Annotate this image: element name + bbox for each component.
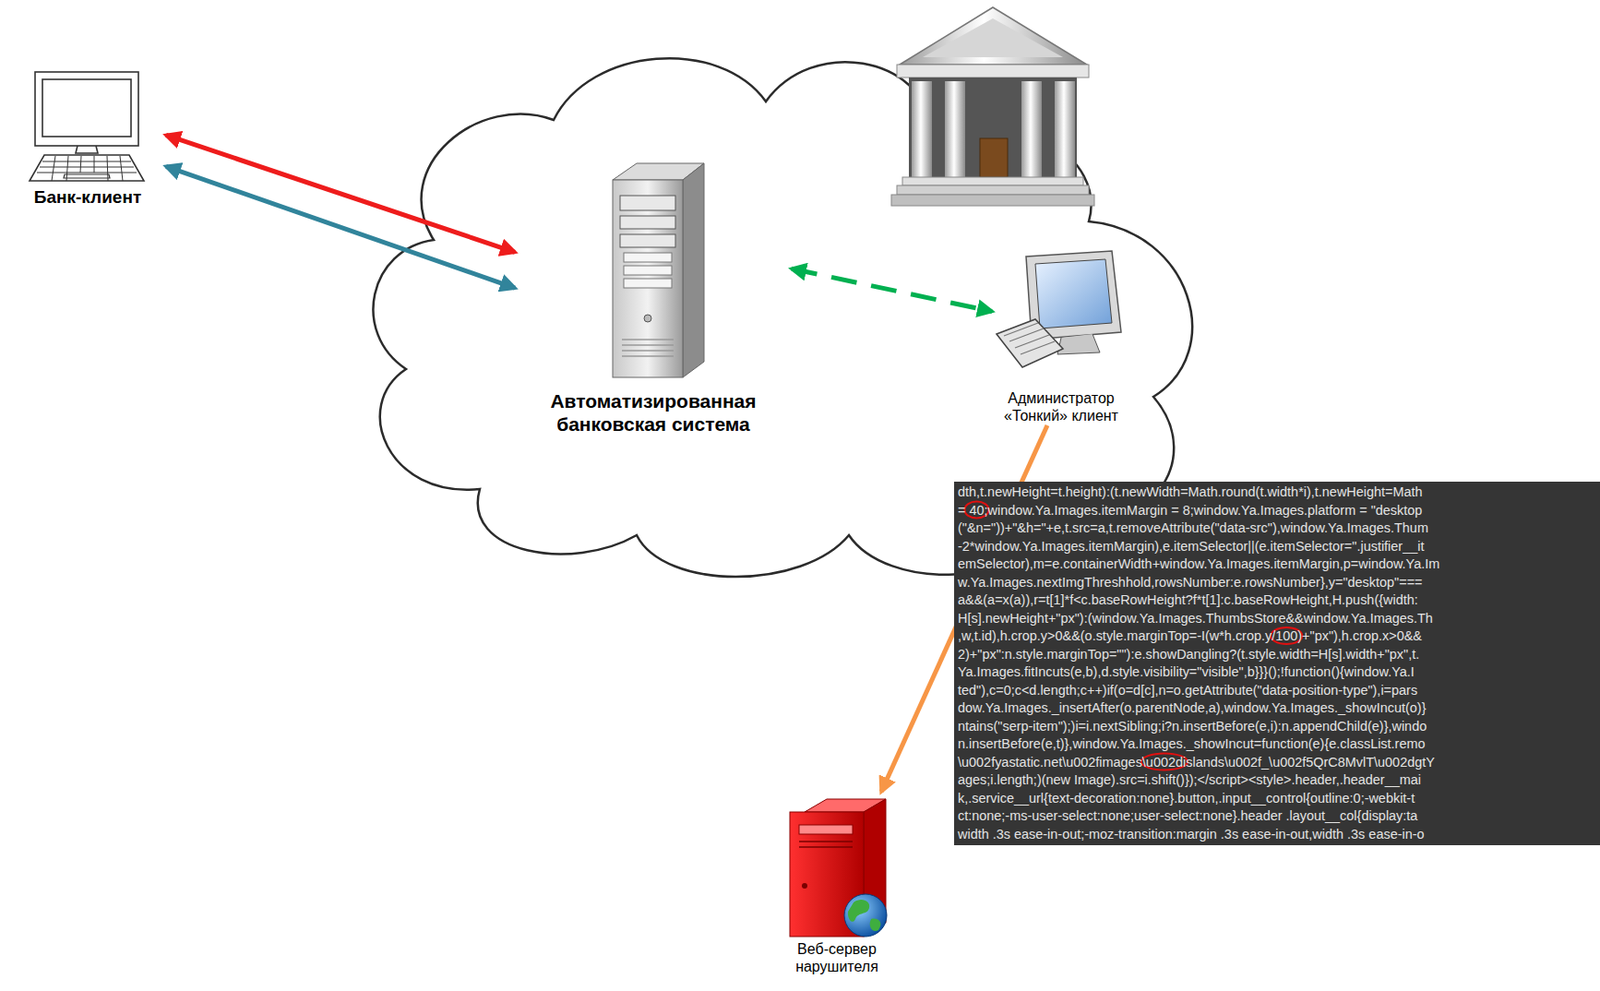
node-label: Администратор «Тонкий» клиент [991,390,1131,426]
admin-computer [996,250,1122,368]
node-label: Автоматизированная банковская система [514,390,792,437]
code-line: ,w,t.id),h.crop.y>0&&(o.style.marginTop=… [957,627,1597,646]
code-line: n.insertBefore(e,t)},window.Ya.Images._s… [957,735,1597,754]
connector-arrow [166,134,515,252]
attacker-server [789,799,887,937]
code-line: emSelector),m=e.containerWidth+window.Ya… [957,555,1597,574]
code-panel: dth,t.newHeight=t.height):(t.newWidth=Ma… [954,481,1600,846]
node-label: Веб-сервер нарушителя [776,941,897,977]
code-line: width .3s ease-in-out;-moz-transition:ma… [957,825,1597,845]
code-line: \u002fyastatic.net\u002fimages\u002disla… [957,753,1597,773]
connector-arrow [166,166,515,288]
icon-node: Автоматизированная банковская система [514,161,792,437]
code-background [954,481,1600,846]
code-line: ted"),c=0;c<d.length;c++)if(o=d[c],n=o.g… [957,681,1597,701]
code-line: ages;i.length;)(new Image).src=i.shift()… [957,771,1597,790]
code-line: dow.Ya.Images._insertAfter(o.parentNode,… [957,699,1597,718]
icon-node: Администратор «Тонкий» клиент [991,244,1131,426]
connector-arrow [791,268,992,311]
icon-node: Банк-клиент [9,69,167,227]
icon-node: Веб-сервер нарушителя [776,791,897,988]
code-line: ("&n="))+"&h="+e,t.src=a,t.removeAttribu… [957,519,1597,538]
code-line: = 40;window.Ya.Images.itemMargin = 8;win… [957,501,1597,521]
code-line: a&&(a=x(a)),r=t[1]*f<c.baseRowHeight?f*t… [957,591,1597,610]
code-line: 2)+"px":n.style.marginTop=""):e.showDang… [957,645,1597,665]
code-line: k,.service__url{text-decoration:none}.bu… [957,789,1597,809]
code-line: dth,t.newHeight=t.height):(t.newWidth=Ma… [957,483,1597,502]
client-computer [29,71,144,181]
code-line: ct:none;-ms-user-select:none;user-select… [957,807,1597,826]
code-line: H[s].newHeight+"px"):(window.Ya.Images.T… [957,609,1597,629]
code-line: -2*window.Ya.Images.itemMargin),e.itemSe… [957,537,1597,557]
node-label: Банк-клиент [9,187,167,208]
code-line: Ya.Images.fitIncuts(e,b),d.style.visibil… [957,663,1597,682]
code-line: w.Ya.Images.nextImgThreshhold,rowsNumber… [957,573,1597,593]
server-tower [612,163,705,378]
bank-building [891,7,1095,206]
code-line: ntains("serp-item");)i=i.nextSibling;i?n… [957,717,1597,737]
